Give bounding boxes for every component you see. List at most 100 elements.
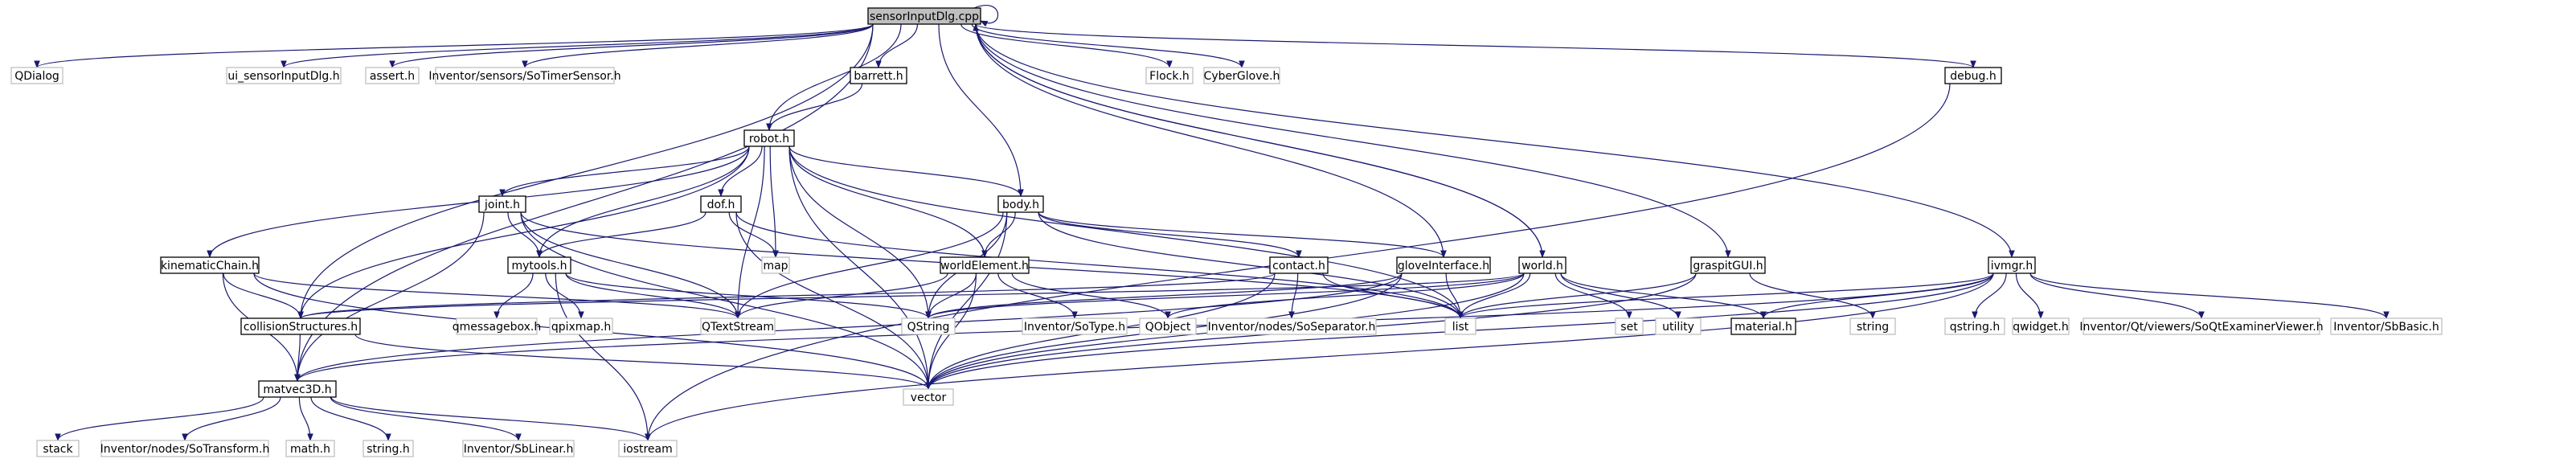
node-box-qwidget-h (2012, 317, 2070, 335)
node-box-list (1444, 317, 1476, 335)
node-graspitgui-h[interactable]: graspitGUI.h (1690, 256, 1766, 274)
node-math-h: math.h (285, 440, 335, 457)
node-label-qtextstream: QTextStream (702, 321, 774, 334)
node-label-assert-h: assert.h (370, 70, 415, 83)
node-box-world-h (1518, 256, 1566, 274)
node-mytools-h[interactable]: mytools.h (507, 256, 571, 274)
node-label-qdialog: QDialog (14, 70, 59, 83)
node-box-qtextstream (700, 317, 776, 335)
edge-graspitgui-h-to-list (1457, 272, 1697, 319)
node-label-barrett-h: barrett.h (854, 70, 903, 83)
node-label-qwidget-h: qwidget.h (2013, 321, 2068, 334)
edge-sensorinputdlg-cpp-to-cyberglove-h (971, 23, 1245, 68)
node-label-debug-h: debug.h (1950, 70, 1996, 83)
node-gloveinterface-h[interactable]: gloveInterface.h (1396, 256, 1491, 274)
node-iostream: iostream (618, 440, 678, 457)
node-qdialog: QDialog (10, 67, 63, 84)
node-box-string-h (362, 440, 414, 457)
node-list: list (1444, 317, 1476, 335)
node-label-matvec3d-h: matvec3D.h (263, 383, 331, 396)
edge-gloveinterface-h-to-qstring (925, 272, 1403, 319)
edge-dof-h-to-list (735, 211, 1464, 319)
edge-collisionstructures-h-to-matvec3d-h (294, 334, 301, 382)
node-assert-h: assert.h (365, 67, 420, 84)
node-vector: vector (903, 388, 954, 406)
edge-sensorinputdlg-cpp-to-sensorinputdlg-cpp (973, 5, 999, 27)
edge-kinematicchain-h-to-qtextstream (253, 272, 741, 319)
node-box-qobject (1139, 317, 1197, 335)
edge-worldelement-h-to-sotype (997, 272, 1078, 319)
node-box-ivmgr-h (1988, 256, 2036, 274)
node-dof-h[interactable]: dof.h (700, 195, 742, 213)
node-label-dof-h: dof.h (707, 199, 735, 211)
node-label-string-h: string.h (367, 443, 410, 456)
edge-contact-h-to-collisionstructures-h (297, 272, 1276, 319)
node-box-qpixmap-h (549, 317, 613, 335)
edge-robot-h-to-map (769, 145, 779, 258)
node-label-body-h: body.h (1002, 199, 1039, 211)
node-box-graspitgui-h (1690, 256, 1766, 274)
edge-robot-h-to-list (788, 145, 1464, 319)
edge-robot-h-to-collisionstructures-h (297, 145, 750, 319)
edge-barrett-h-to-robot-h (766, 83, 863, 131)
edge-mytools-h-to-qtextstream (565, 272, 741, 319)
edge-dof-h-to-vector (735, 211, 932, 390)
node-label-qstring: QString (907, 321, 950, 334)
node-box-soseparator (1206, 317, 1377, 335)
edge-contact-h-to-list (1322, 272, 1464, 319)
node-ivmgr-h[interactable]: ivmgr.h (1988, 256, 2036, 274)
node-robot-h[interactable]: robot.h (743, 129, 795, 147)
node-cyberglove-h: CyberGlove.h (1203, 67, 1280, 84)
edge-graspitgui-h-to-string (1749, 272, 1876, 319)
node-qstring-h: qstring.h (1944, 317, 2005, 335)
node-barrett-h[interactable]: barrett.h (850, 67, 907, 84)
node-box-qstring-h (1944, 317, 2005, 335)
edge-ivmgr-h-to-list (1457, 272, 1994, 319)
node-box-contact-h (1269, 256, 1329, 274)
node-box-soqtexaminerviewer (2083, 317, 2320, 335)
node-set: set (1615, 317, 1644, 335)
edge-robot-h-to-dof-h (718, 145, 763, 197)
node-material-h[interactable]: material.h (1730, 317, 1796, 335)
node-world-h[interactable]: world.h (1518, 256, 1566, 274)
edge-sensorinputdlg-cpp-to-graspitgui-h (975, 23, 1731, 258)
edge-body-h-to-gloveinterface-h (1038, 211, 1447, 258)
node-contact-h[interactable]: contact.h (1269, 256, 1329, 274)
edge-worldelement-h-to-qtextstream (735, 272, 948, 319)
node-worldelement-h[interactable]: worldElement.h (940, 256, 1030, 274)
node-label-soseparator: Inventor/nodes/SoSeparator.h (1208, 321, 1376, 334)
node-collisionstructures-h[interactable]: collisionStructures.h (240, 317, 361, 335)
edge-collisionstructures-h-to-vector (354, 334, 932, 390)
edge-robot-h-to-worldelement-h (788, 145, 988, 258)
node-kinematicchain-h[interactable]: kinematicChain.h (160, 256, 260, 274)
node-box-qstring (901, 317, 956, 335)
node-label-kinematicchain-h: kinematicChain.h (161, 260, 259, 272)
edge-joint-h-to-matvec3d-h (294, 211, 485, 382)
node-box-robot-h (743, 129, 795, 147)
node-stack: stack (36, 440, 80, 457)
node-body-h[interactable]: body.h (997, 195, 1044, 213)
edge-matvec3d-h-to-iostream (330, 396, 651, 441)
edge-body-h-to-list (1038, 211, 1464, 319)
node-debug-h[interactable]: debug.h (1944, 67, 2002, 84)
node-label-qstring-h: qstring.h (1950, 321, 2000, 334)
node-box-worldelement-h (940, 256, 1030, 274)
edge-worldelement-h-to-qobject (1011, 272, 1171, 319)
node-sbbasic: Inventor/SbBasic.h (2330, 317, 2443, 335)
node-box-material-h (1730, 317, 1796, 335)
node-box-map (761, 256, 790, 274)
edge-sensorinputdlg-cpp-to-flock-h (960, 23, 1173, 68)
edge-world-h-to-sensorinputdlg-cpp (973, 23, 1543, 258)
node-sensorinputdlg-cpp[interactable]: sensorInputDlg.cpp (867, 7, 981, 25)
node-box-qdialog (10, 67, 63, 84)
edge-ivmgr-h-to-qwidget-h (2015, 272, 2044, 319)
edge-mytools-h-to-qpixmap-h (545, 272, 584, 319)
node-box-sblinear (462, 440, 575, 457)
node-box-sotransform (100, 440, 269, 457)
node-matvec3d-h[interactable]: matvec3D.h (258, 380, 337, 398)
edge-sensorinputdlg-cpp-to-assert-h (389, 23, 874, 68)
node-qobject: QObject (1139, 317, 1197, 335)
edge-gloveinterface-h-to-matvec3d-h (294, 272, 1403, 382)
node-joint-h[interactable]: joint.h (478, 195, 526, 213)
